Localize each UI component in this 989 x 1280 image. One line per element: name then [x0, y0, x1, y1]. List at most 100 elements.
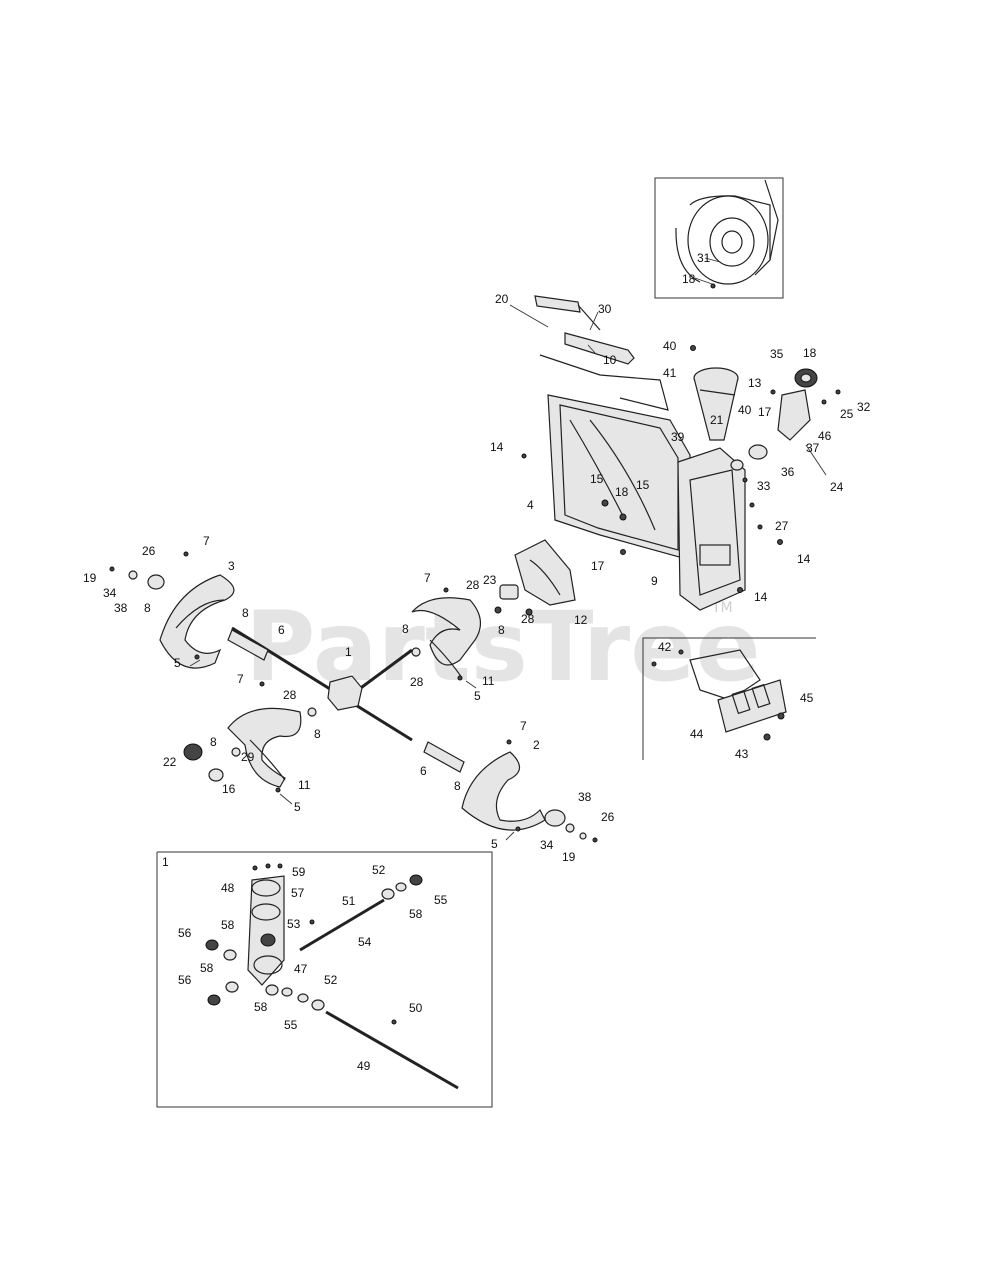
callout-59: 59 — [292, 865, 306, 879]
callout-51: 51 — [342, 894, 356, 908]
callout-40-top: 40 — [663, 339, 677, 353]
callout-22: 22 — [163, 755, 177, 769]
callout-42: 42 — [658, 640, 672, 654]
callout-19-right: 19 — [562, 850, 576, 864]
callout-50: 50 — [409, 1001, 423, 1015]
callout-5-b: 5 — [474, 689, 481, 703]
callout-14-right: 14 — [797, 552, 811, 566]
callout-25: 25 — [840, 407, 854, 421]
callout-34-left: 34 — [103, 586, 117, 600]
callout-8-b: 8 — [242, 606, 249, 620]
callout-17-bottom: 17 — [591, 559, 605, 573]
plate-inset-frame — [642, 637, 816, 760]
callout-35: 35 — [770, 347, 784, 361]
callout-8-e: 8 — [498, 623, 505, 637]
callout-15-right: 15 — [636, 478, 650, 492]
callout-26-right: 26 — [601, 810, 615, 824]
callout-14-bottom: 14 — [754, 590, 768, 604]
callout-58-d: 58 — [254, 1000, 268, 1014]
callout-28-b: 28 — [521, 612, 535, 626]
chute — [693, 367, 739, 441]
housing-assembly: 20 30 10 40 41 35 18 13 40 17 21 25 32 4… — [466, 292, 871, 627]
callout-33: 33 — [757, 479, 771, 493]
callout-20: 20 — [495, 292, 509, 306]
gearbox-inset-frame — [156, 851, 493, 1108]
auger-2 — [461, 751, 566, 831]
callout-38-right: 38 — [578, 790, 592, 804]
skid-plate — [717, 679, 787, 733]
callout-8-a: 8 — [144, 601, 151, 615]
callout-30: 30 — [598, 302, 612, 316]
callout-55-top: 55 — [434, 893, 448, 907]
housing-fasteners — [494, 345, 841, 616]
callout-31-top: 31 — [697, 251, 711, 265]
callout-13: 13 — [748, 376, 762, 390]
callout-36: 36 — [781, 465, 795, 479]
callout-4: 4 — [527, 498, 534, 512]
auger-housing — [547, 394, 746, 611]
callout-8-f: 8 — [210, 735, 217, 749]
callout-5-a: 5 — [174, 656, 181, 670]
callout-49: 49 — [357, 1059, 371, 1073]
callout-11-b: 11 — [298, 778, 311, 792]
callout-7-a: 7 — [203, 534, 210, 548]
callout-38-left: 38 — [114, 601, 128, 615]
callout-44: 44 — [690, 727, 704, 741]
callout-45: 45 — [800, 691, 814, 705]
callout-12: 12 — [574, 613, 588, 627]
callout-53: 53 — [287, 917, 301, 931]
callout-56-b: 56 — [178, 973, 192, 987]
auger-3 — [147, 574, 235, 669]
callout-46: 46 — [818, 429, 832, 443]
crank-shaft — [509, 295, 635, 365]
watermark-trademark: TM — [711, 600, 733, 616]
top-inset-frame — [654, 177, 784, 299]
callout-58-c: 58 — [200, 961, 214, 975]
callout-16: 16 — [222, 782, 236, 796]
callout-27: 27 — [775, 519, 789, 533]
callout-6-b: 6 — [420, 764, 427, 778]
callout-5-d: 5 — [491, 837, 498, 851]
watermark-text: PartsTree — [245, 591, 760, 703]
callout-7-b: 7 — [237, 672, 244, 686]
top-inset-housing — [675, 179, 779, 289]
gearbox — [327, 675, 363, 711]
callout-37: 37 — [806, 441, 820, 455]
callout-5-c: 5 — [294, 800, 301, 814]
callout-39: 39 — [671, 430, 685, 444]
callout-48: 48 — [221, 881, 235, 895]
callout-3: 3 — [228, 559, 235, 573]
callout-34-right: 34 — [540, 838, 554, 852]
callout-29: 29 — [241, 750, 255, 764]
callout-8-d: 8 — [402, 622, 409, 636]
callout-28-d: 28 — [410, 675, 424, 689]
callout-41: 41 — [663, 366, 677, 380]
callout-26-left: 26 — [142, 544, 156, 558]
callout-9: 9 — [651, 574, 658, 588]
callout-57: 57 — [291, 886, 305, 900]
callout-1: 1 — [345, 645, 352, 659]
callout-28-c: 28 — [283, 688, 297, 702]
top-inset: 31 18 — [654, 177, 784, 299]
auger-center — [411, 597, 481, 679]
gearbox-inset-label: 1 — [162, 855, 169, 869]
pulley — [730, 368, 827, 476]
callout-18-top: 18 — [682, 272, 696, 286]
callout-11-a: 11 — [482, 674, 495, 688]
callout-47: 47 — [294, 962, 308, 976]
gearbox-inset: 1 48 59 57 52 55 51 58 53 56 — [156, 851, 493, 1108]
callout-14-left: 14 — [490, 440, 504, 454]
callout-28-a: 28 — [466, 578, 480, 592]
callout-17-right: 17 — [758, 405, 772, 419]
callout-10: 10 — [603, 353, 617, 367]
callout-18-housing: 18 — [615, 485, 629, 499]
callout-18-pulley: 18 — [803, 346, 817, 360]
bearing-22 — [183, 743, 203, 761]
callout-2: 2 — [533, 738, 540, 752]
callout-58-a: 58 — [221, 918, 235, 932]
callout-58-b: 58 — [409, 907, 423, 921]
auger-lower-left — [227, 707, 302, 788]
callout-32: 32 — [857, 400, 871, 414]
callout-15-left: 15 — [590, 472, 604, 486]
